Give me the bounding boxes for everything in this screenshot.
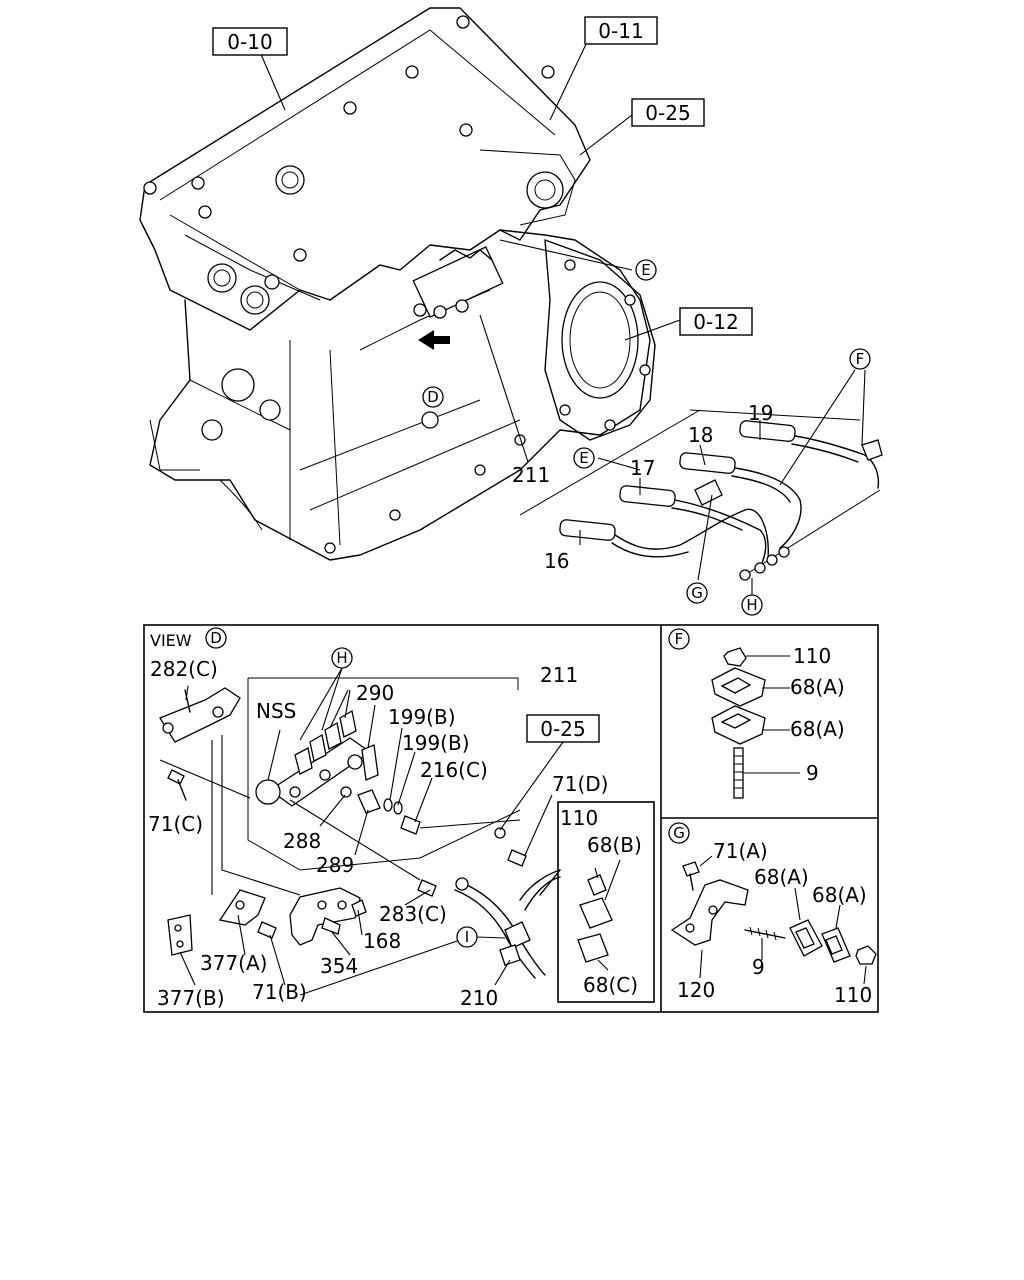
part-number-377b: 377(B) (157, 986, 225, 1010)
part-number-283c: 283(C) (379, 902, 447, 926)
part-number-210: 210 (460, 986, 498, 1010)
circle-callout-f: F (849, 348, 871, 370)
part-number-289: 289 (316, 853, 354, 877)
engine-block-illustration (139, 7, 656, 561)
part-number-290: 290 (356, 681, 394, 705)
part-number-68a-f-1: 68(A) (790, 675, 845, 699)
part-number-9-g: 9 (752, 955, 765, 979)
svg-text:F: F (856, 350, 865, 368)
svg-text:D: D (427, 388, 439, 406)
part-number-120: 120 (677, 978, 715, 1002)
ref-box-0-25-view[interactable]: 0-25 (526, 714, 600, 743)
svg-text:D: D (210, 629, 222, 647)
part-number-68c: 68(C) (583, 973, 638, 997)
circle-callout-h: H (741, 594, 763, 616)
ref-label: 0-25 (540, 717, 585, 741)
circle-callout-f2: F (668, 628, 690, 650)
svg-text:F: F (675, 630, 684, 648)
panel-f: F (668, 628, 800, 799)
part-number-110-g: 110 (834, 983, 872, 1007)
top-leader-lines (259, 39, 866, 595)
part-number-354: 354 (320, 954, 358, 978)
ref-box-0-12[interactable]: 0-12 (679, 307, 753, 336)
part-number-288: 288 (283, 829, 321, 853)
circle-callout-d2: D (205, 627, 227, 649)
ref-label: 0-25 (645, 101, 690, 125)
svg-text:E: E (579, 449, 588, 467)
circle-callout-g2: G (668, 822, 690, 844)
part-number-18: 18 (688, 423, 713, 447)
panel-g: G (668, 822, 877, 985)
svg-text:E: E (641, 261, 650, 279)
circle-callout-e: E (635, 259, 657, 281)
part-number-71b: 71(B) (252, 980, 307, 1004)
part-number-377a: 377(A) (200, 951, 267, 975)
circle-callout-g: G (686, 582, 708, 604)
part-number-68a-f-2: 68(A) (790, 717, 845, 741)
part-number-19: 19 (748, 401, 773, 425)
ref-box-0-25-top[interactable]: 0-25 (631, 98, 705, 127)
part-number-71a: 71(A) (713, 839, 768, 863)
circle-callout-i: I (456, 926, 478, 948)
part-number-nss: NSS (256, 699, 296, 723)
part-number-199b-2: 199(B) (402, 731, 470, 755)
ref-box-0-11[interactable]: 0-11 (584, 16, 658, 45)
part-number-16: 16 (544, 549, 569, 573)
svg-text:G: G (691, 584, 703, 602)
part-number-68b: 68(B) (587, 833, 642, 857)
part-number-282c: 282(C) (150, 657, 218, 681)
injection-pipes-illustration (519, 409, 883, 581)
view-title: VIEW (150, 631, 192, 650)
part-number-68a-g-1: 68(A) (754, 865, 809, 889)
part-number-110-inset: 110 (560, 806, 598, 830)
part-number-68a-g-2: 68(A) (812, 883, 867, 907)
part-number-71d: 71(D) (552, 772, 608, 796)
ref-label: 0-11 (598, 19, 643, 43)
part-number-17: 17 (630, 456, 655, 480)
inset-frame (557, 801, 655, 1003)
svg-text:H: H (336, 649, 347, 667)
svg-text:H: H (746, 596, 757, 614)
part-number-110-f: 110 (793, 644, 831, 668)
circle-callout-d: D (422, 386, 444, 408)
svg-text:I: I (465, 928, 469, 946)
part-number-9-f: 9 (806, 761, 819, 785)
ref-label: 0-12 (693, 310, 738, 334)
part-number-211-view: 211 (540, 663, 578, 687)
part-number-199b-1: 199(B) (388, 705, 456, 729)
ref-box-0-10[interactable]: 0-10 (212, 27, 288, 56)
ref-label: 0-10 (227, 30, 272, 54)
circle-callout-e2: E (573, 447, 595, 469)
part-number-211: 211 (512, 463, 550, 487)
part-number-71c: 71(C) (148, 812, 203, 836)
svg-text:G: G (673, 824, 685, 842)
circle-callout-h2: H (331, 647, 353, 669)
part-number-216c: 216(C) (420, 758, 488, 782)
view-d-panel: VIEW D (150, 627, 655, 1003)
part-number-168: 168 (363, 929, 401, 953)
